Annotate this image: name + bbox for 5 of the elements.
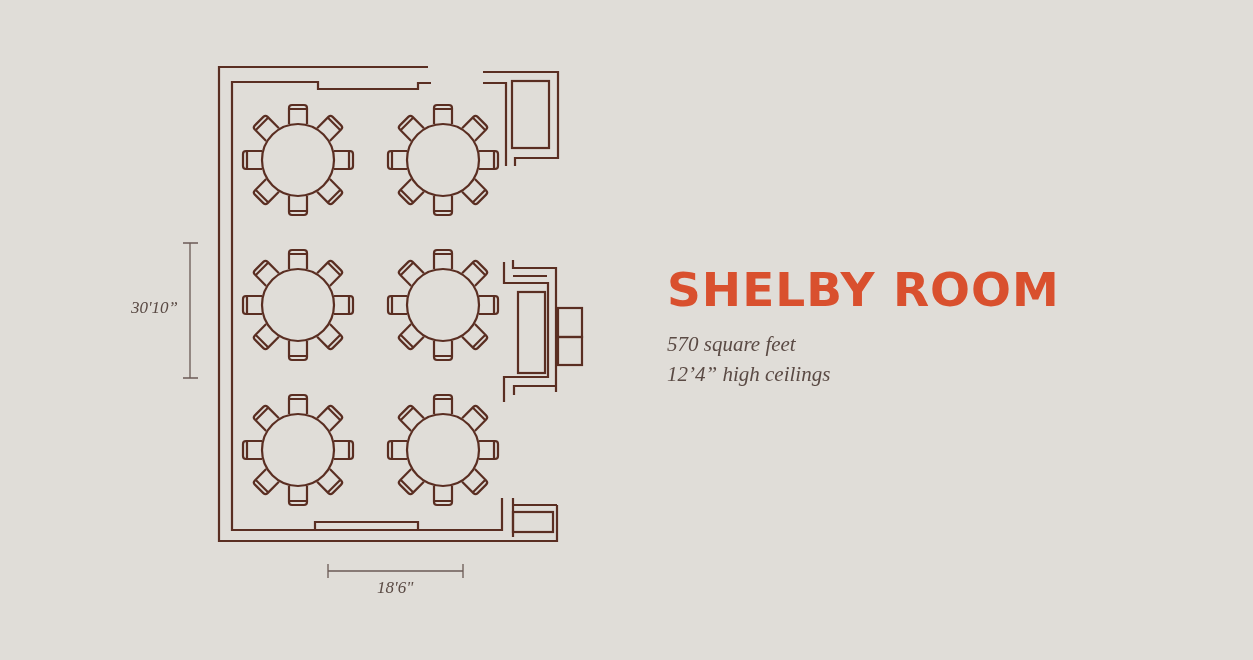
dimension-label: 30'10” <box>130 298 178 318</box>
room-title: SHELBY ROOM <box>667 262 1060 317</box>
dimension-label: 18'6" <box>377 578 414 598</box>
ceiling-height-text: 12’4” high ceilings <box>667 362 831 387</box>
area-text: 570 square feet <box>667 332 796 357</box>
